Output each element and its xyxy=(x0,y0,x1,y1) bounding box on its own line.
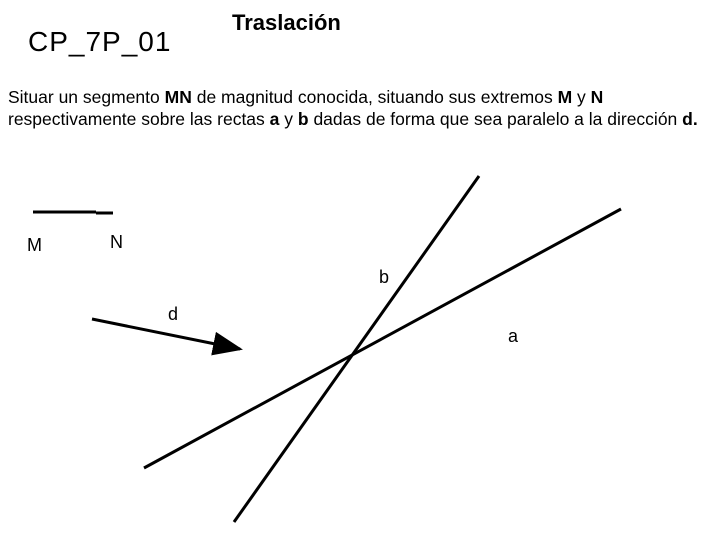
statement-part: y xyxy=(279,109,298,129)
line-b xyxy=(232,175,481,523)
statement-part: MN xyxy=(164,87,192,107)
label-a: a xyxy=(508,326,519,346)
exercise-code: CP_7P_01 xyxy=(28,26,172,57)
label-n: N xyxy=(110,232,123,252)
statement-part: b xyxy=(297,109,309,129)
label-d: d xyxy=(168,304,179,324)
statement-part: M xyxy=(557,87,573,107)
statement-part: a xyxy=(269,109,280,129)
statement-part: y xyxy=(572,87,591,107)
problem-statement: Situar un segmento MN de magnitud conoci… xyxy=(8,86,708,130)
statement-part: Situar un segmento xyxy=(8,87,165,107)
statement-part: dadas de forma que sea paralelo a la dir… xyxy=(308,109,683,129)
statement-part: respectivamente sobre las rectas xyxy=(8,109,270,129)
statement-part: N xyxy=(590,87,604,107)
page-title: Traslación xyxy=(232,10,341,35)
label-b: b xyxy=(379,267,390,287)
statement-part: de magnitud conocida, situando sus extre… xyxy=(191,87,558,107)
statement-part: d. xyxy=(682,109,698,129)
label-m: M xyxy=(27,235,42,255)
line-a xyxy=(143,207,622,470)
direction-d-arrow xyxy=(91,317,243,356)
